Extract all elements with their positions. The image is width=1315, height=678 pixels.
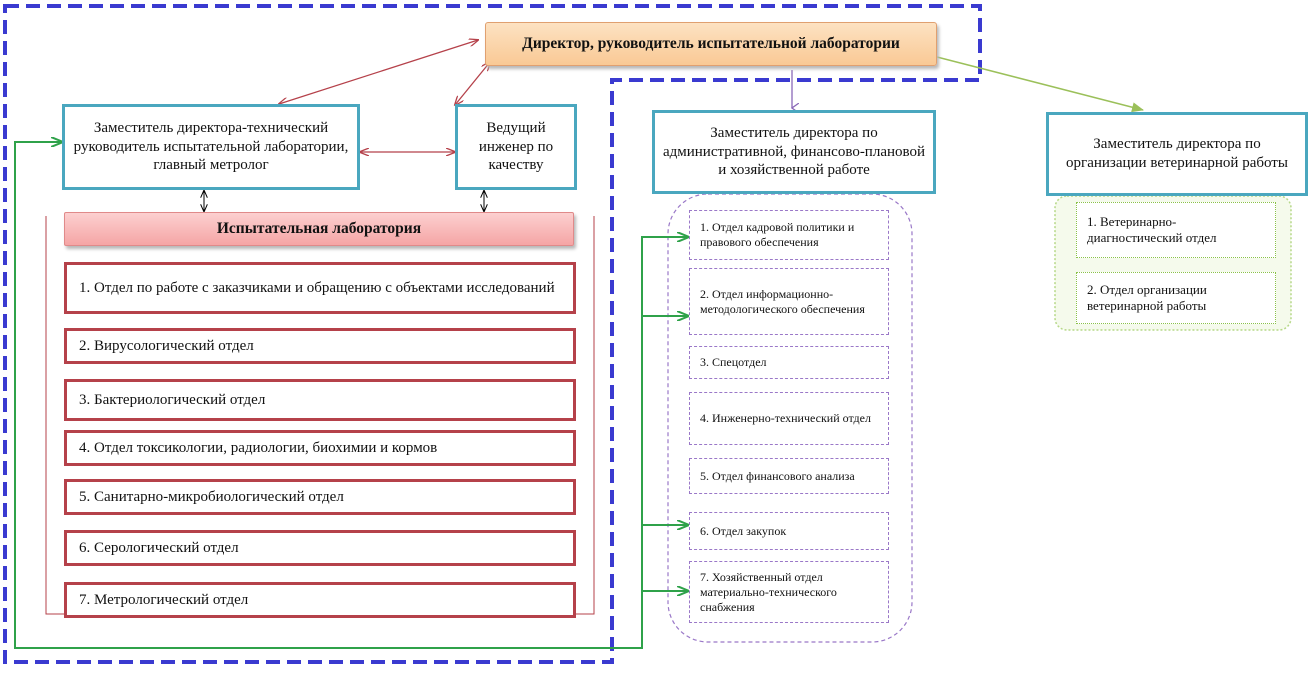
- admin-dept-6: 6. Отдел закупок: [689, 512, 889, 550]
- deputy-admin-box: Заместитель директора по административно…: [652, 110, 936, 194]
- lab-dept-3: 3. Бактериологический отдел: [64, 379, 576, 421]
- vet-dept-1: 1. Ветеринарно-диагностический отдел: [1076, 202, 1276, 258]
- director-label: Директор, руководитель испытательной лаб…: [522, 35, 900, 53]
- admin-dept-3: 3. Спецотдел: [689, 346, 889, 379]
- lab-dept-2: 2. Вирусологический отдел: [64, 328, 576, 364]
- admin-dept-1: 1. Отдел кадровой политики и правового о…: [689, 210, 889, 260]
- admin-dept-label: 3. Спецотдел: [700, 355, 767, 369]
- lab-dept-1: 1. Отдел по работе с заказчиками и обращ…: [64, 262, 576, 314]
- lab-dept-label: 3. Бактериологический отдел: [79, 391, 266, 408]
- deputy-vet-box: Заместитель директора по организации вет…: [1046, 112, 1308, 196]
- lab-dept-6: 6. Серологический отдел: [64, 530, 576, 566]
- deputy-vet-label: Заместитель директора по организации вет…: [1066, 136, 1288, 171]
- admin-dept-label: 5. Отдел финансового анализа: [700, 468, 855, 483]
- quality-engineer-label: Ведущий инженер по качеству: [478, 119, 554, 174]
- lab-dept-label: 4. Отдел токсикологии, радиологии, биохи…: [79, 439, 438, 456]
- deputy-tech-label: Заместитель директора-технический руково…: [73, 119, 349, 174]
- deputy-admin-label: Заместитель директора по административно…: [662, 124, 926, 179]
- lab-dept-4: 4. Отдел токсикологии, радиологии, биохи…: [64, 430, 576, 466]
- admin-dept-4: 4. Инженерно-технический отдел: [689, 392, 889, 445]
- admin-dept-label: 7. Хозяйственный отдел материально-техни…: [700, 569, 837, 614]
- lab-dept-5: 5. Санитарно-микробиологический отдел: [64, 479, 576, 515]
- admin-dept-label: 1. Отдел кадровой политики и правового о…: [700, 220, 855, 249]
- admin-dept-7: 7. Хозяйственный отдел материально-техни…: [689, 561, 889, 623]
- lab-dept-label: 6. Серологический отдел: [79, 539, 239, 556]
- lab-dept-label: 5. Санитарно-микробиологический отдел: [79, 488, 344, 505]
- admin-dept-label: 6. Отдел закупок: [700, 523, 787, 538]
- lab-title-box: Испытательная лаборатория: [64, 212, 574, 246]
- lab-dept-7: 7. Метрологический отдел: [64, 582, 576, 618]
- lab-dept-label: 2. Вирусологический отдел: [79, 337, 254, 354]
- admin-dept-5: 5. Отдел финансового анализа: [689, 458, 889, 494]
- admin-dept-label: 4. Инженерно-технический отдел: [700, 411, 871, 425]
- vet-dept-2: 2. Отдел организации ветеринарной работы: [1076, 272, 1276, 324]
- lab-scope-frame: [3, 4, 982, 664]
- deputy-tech-box: Заместитель директора-технический руково…: [62, 104, 360, 190]
- vet-dept-label: 2. Отдел организации ветеринарной работы: [1087, 281, 1207, 313]
- quality-engineer-box: Ведущий инженер по качеству: [455, 104, 577, 190]
- admin-dept-label: 2. Отдел информационно-методологического…: [700, 286, 865, 316]
- lab-dept-label: 1. Отдел по работе с заказчиками и обращ…: [79, 279, 555, 296]
- lab-title: Испытательная лаборатория: [216, 220, 422, 238]
- vet-dept-label: 1. Ветеринарно-диагностический отдел: [1087, 213, 1217, 245]
- lab-dept-label: 7. Метрологический отдел: [79, 591, 249, 608]
- director-box: Директор, руководитель испытательной лаб…: [485, 22, 937, 66]
- admin-dept-2: 2. Отдел информационно-методологического…: [689, 268, 889, 335]
